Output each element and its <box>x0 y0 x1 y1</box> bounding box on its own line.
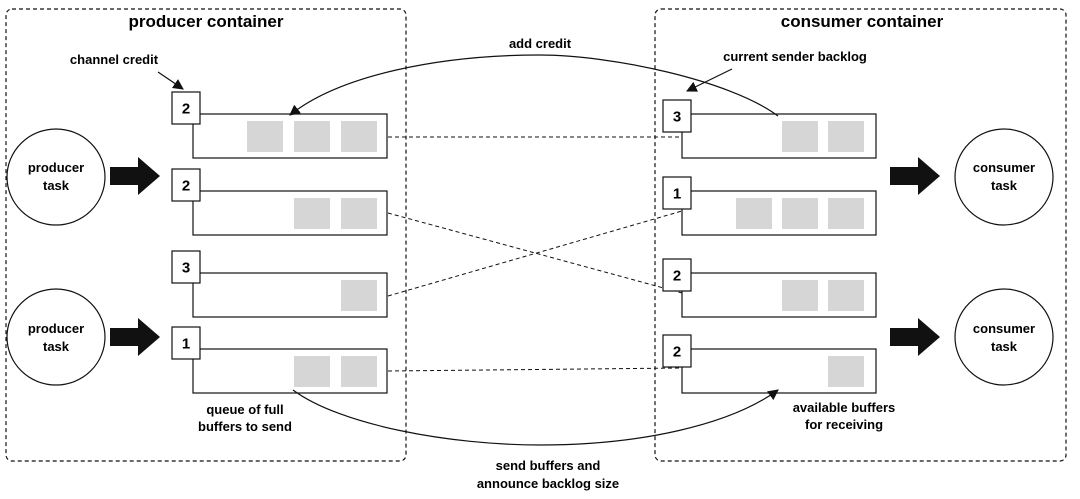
queue-label-line2: buffers to send <box>198 419 292 434</box>
full-buffer <box>341 121 377 152</box>
sender-backlog-box <box>662 334 692 368</box>
available-buffer <box>828 198 864 229</box>
producer-queues: 2 2 3 1 <box>171 91 388 394</box>
channel-credit-box <box>171 326 201 360</box>
available-buffer <box>828 356 864 387</box>
consumer-queue-3: 2 <box>662 258 877 318</box>
send-buffers-label-line1: send buffers and <box>496 458 601 473</box>
producer-task-1: producer task <box>6 128 106 226</box>
available-buffers-label-line2: for receiving <box>805 417 883 432</box>
available-buffers-label-line1: available buffers <box>793 400 896 415</box>
current-sender-backlog-pointer <box>686 68 733 92</box>
queue-label-line1: queue of full <box>206 402 283 417</box>
producer-task-2-line1: producer <box>28 321 84 336</box>
consumer-queue-4: 2 <box>662 334 877 394</box>
available-buffer <box>828 121 864 152</box>
full-buffer <box>247 121 283 152</box>
consumer-task-1: consumer task <box>954 128 1054 226</box>
consumer-task-2-line1: consumer <box>973 321 1035 336</box>
channel-credit-value: 3 <box>182 260 190 277</box>
producer-container-border <box>5 8 407 462</box>
sender-backlog-value: 2 <box>673 268 681 285</box>
producer-task-2-line2: task <box>43 339 70 354</box>
consumer-task-2-line2: task <box>991 339 1018 354</box>
channel-credit-value: 2 <box>182 101 190 118</box>
producer-queue-2: 2 <box>171 168 388 236</box>
consumer-task-1-line2: task <box>991 178 1018 193</box>
sender-backlog-box <box>662 258 692 292</box>
consumer-queue-1: 3 <box>662 99 877 159</box>
send-buffers-arrow <box>292 389 779 446</box>
channel-credit-value: 1 <box>182 336 190 353</box>
sender-backlog-box <box>662 176 692 210</box>
consumer-task-1-line1: consumer <box>973 160 1035 175</box>
sender-backlog-value: 2 <box>673 344 681 361</box>
channel-credit-box <box>171 250 201 284</box>
channel-link-2 <box>387 212 683 294</box>
sender-backlog-value: 1 <box>673 186 681 203</box>
consumer-task-2-input-arrow <box>890 318 940 356</box>
available-buffer <box>782 198 818 229</box>
consumer-task-2: consumer task <box>954 288 1054 386</box>
send-buffers-label-line2: announce backlog size <box>477 476 619 491</box>
channel-credit-box <box>171 91 201 125</box>
current-sender-backlog-label: current sender backlog <box>723 49 867 64</box>
channel-credit-box <box>171 168 201 202</box>
full-buffer <box>294 121 330 152</box>
channel-credit-value: 2 <box>182 178 190 195</box>
producer-queue-4: 1 <box>171 326 388 394</box>
available-buffer <box>736 198 772 229</box>
full-buffer <box>341 356 377 387</box>
channel-credit-pointer <box>157 71 184 90</box>
full-buffer <box>341 280 377 311</box>
sender-backlog-box <box>662 99 692 133</box>
producer-task-1-line1: producer <box>28 160 84 175</box>
consumer-queue-2: 1 <box>662 176 877 236</box>
channel-credit-label: channel credit <box>70 52 159 67</box>
sender-backlog-value: 3 <box>673 109 681 126</box>
producer-queue-3: 3 <box>171 250 388 318</box>
add-credit-arrow <box>289 54 779 117</box>
producer-task-1-line2: task <box>43 178 70 193</box>
producer-task-2: producer task <box>6 288 106 386</box>
add-credit-label: add credit <box>509 36 572 51</box>
full-buffer <box>294 356 330 387</box>
consumer-queues: 3 1 2 2 <box>662 99 877 394</box>
full-buffer <box>294 198 330 229</box>
available-buffer <box>782 280 818 311</box>
producer-task-1-output-arrow <box>110 157 160 195</box>
producer-container-title: producer container <box>129 12 284 31</box>
consumer-container-border <box>654 8 1067 462</box>
producer-task-2-output-arrow <box>110 318 160 356</box>
channel-link-4 <box>387 367 683 372</box>
available-buffer <box>782 121 818 152</box>
full-buffer <box>341 198 377 229</box>
consumer-container-title: consumer container <box>781 12 944 31</box>
consumer-task-1-input-arrow <box>890 157 940 195</box>
available-buffer <box>828 280 864 311</box>
channel-link-3 <box>387 210 683 297</box>
producer-queue-1: 2 <box>171 91 388 159</box>
